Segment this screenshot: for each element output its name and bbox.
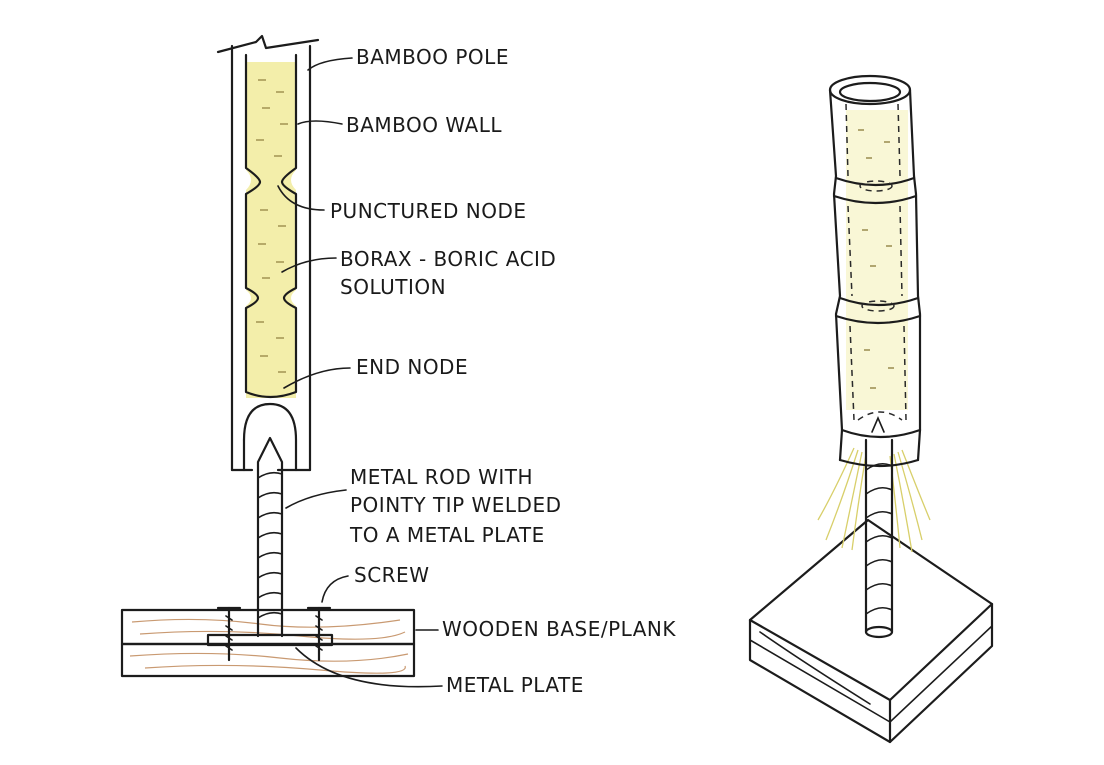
label-rod-line1: METAL ROD WITH [350, 465, 533, 489]
metal-rod [256, 436, 284, 638]
bamboo-pole-perspective [828, 74, 922, 468]
wooden-block [748, 518, 994, 744]
cross-section-view: BAMBOO POLE BAMBOO WALL PUNCTURED NODE B… [120, 34, 676, 697]
label-bamboo-wall: BAMBOO WALL [346, 113, 502, 137]
label-punctured-node: PUNCTURED NODE [330, 199, 527, 223]
label-solution-line1: BORAX - BORIC ACID [340, 247, 556, 271]
label-rod-line2: POINTY TIP WELDED [350, 493, 561, 517]
metal-plate [206, 633, 334, 647]
label-end-node: END NODE [356, 355, 468, 379]
label-bamboo-pole: BAMBOO POLE [356, 45, 509, 69]
label-screw: SCREW [354, 563, 429, 587]
label-metal-plate: METAL PLATE [446, 673, 584, 697]
rod-perspective [864, 438, 894, 639]
label-rod-line3: TO A METAL PLATE [349, 523, 545, 547]
perspective-view [748, 74, 994, 744]
label-solution-line2: SOLUTION [340, 275, 446, 299]
screw-left [216, 606, 242, 662]
label-wooden-base: WOODEN BASE/PLANK [442, 617, 676, 641]
wooden-base [120, 608, 416, 678]
screw-right [306, 606, 332, 662]
